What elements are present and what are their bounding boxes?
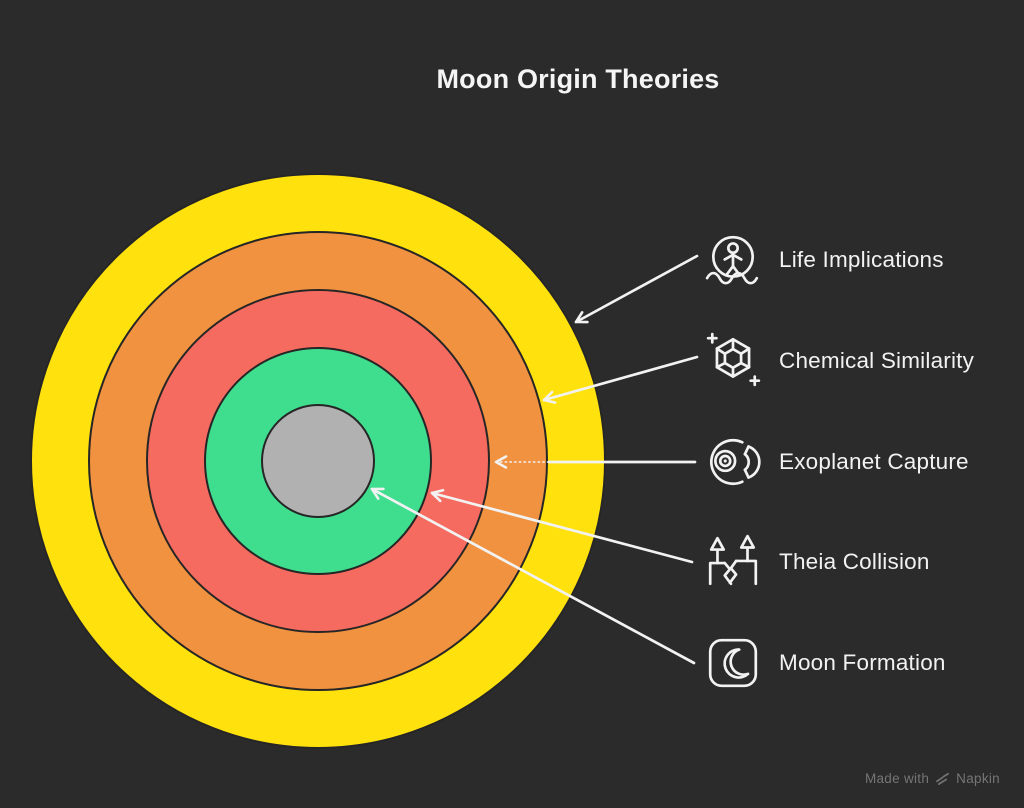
napkin-logo-icon: [936, 772, 950, 785]
planet-spiral-icon: [704, 433, 762, 491]
legend-item-life-implications: Life Implications: [704, 231, 944, 289]
watermark-prefix: Made with: [864, 771, 930, 786]
legend-label: Theia Collision: [779, 549, 930, 574]
page-title: Moon Origin Theories: [436, 64, 720, 94]
arrow-chemical-similarity: [542, 355, 699, 404]
made-with-napkin-watermark: Made with Napkin: [865, 771, 1000, 786]
callout-arrows: [370, 254, 699, 665]
legend-label: Moon Formation: [779, 650, 946, 675]
watermark-brand: Napkin: [956, 771, 1000, 786]
gem-sparkles-icon: [704, 332, 762, 390]
rings-group: [30, 173, 606, 749]
legend-label: Life Implications: [779, 247, 944, 272]
crescent-moon-icon: [704, 634, 762, 692]
legend-item-theia-collision: Theia Collision: [704, 533, 930, 591]
legend-item-exoplanet-capture: Exoplanet Capture: [704, 433, 969, 491]
legend-label: Exoplanet Capture: [779, 449, 969, 474]
legend-item-moon-formation: Moon Formation: [704, 634, 946, 692]
legend-item-chemical-similarity: Chemical Similarity: [704, 332, 974, 390]
legend-label: Chemical Similarity: [779, 348, 975, 373]
person-in-water-icon: [704, 231, 762, 289]
arrow-life-implications: [574, 254, 699, 324]
arrow-moon-formation: [370, 487, 696, 665]
arrow-theia-collision: [430, 488, 694, 564]
ring-moon-formation: [261, 404, 375, 518]
impact-split-icon: [704, 533, 762, 591]
